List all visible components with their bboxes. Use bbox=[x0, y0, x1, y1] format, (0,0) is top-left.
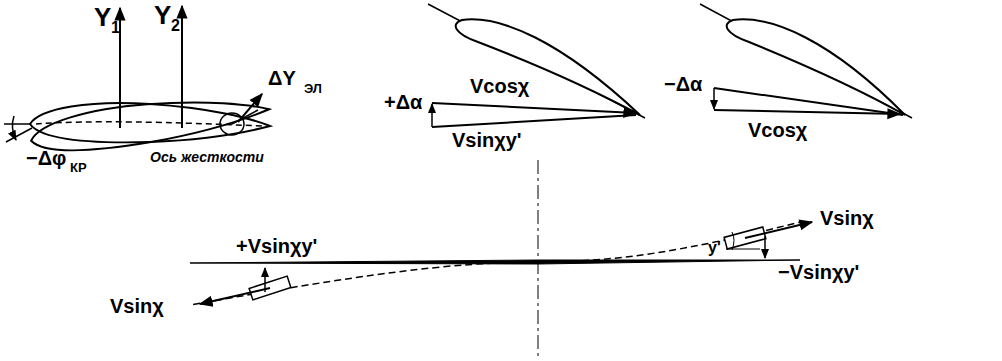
angle-label: +Δα bbox=[384, 92, 422, 112]
force-label: Y bbox=[154, 2, 171, 28]
velocity-label: −Vsinχy' bbox=[778, 262, 859, 282]
subscript: 1 bbox=[111, 20, 120, 36]
velocity-label: Vcosχ bbox=[748, 120, 807, 140]
velocity-label: +Vsinχy' bbox=[236, 236, 317, 256]
angle-label: −Δα bbox=[664, 74, 702, 94]
velocity-label: Vcosχ bbox=[470, 76, 529, 96]
angle-label: −Δφ bbox=[26, 148, 66, 168]
velocity-label: Vsinχy' bbox=[452, 130, 522, 150]
axis-label: Ось жесткости bbox=[150, 150, 264, 164]
velocity-label: Vsinχ bbox=[820, 208, 874, 228]
subscript: ЭЛ bbox=[304, 82, 322, 95]
subscript: 2 bbox=[171, 18, 180, 34]
force-label: ΔY bbox=[268, 68, 296, 88]
subscript: КР bbox=[70, 161, 87, 174]
angle-label: y' bbox=[708, 240, 721, 256]
force-label: Y bbox=[94, 4, 111, 30]
velocity-label: Vsinχ bbox=[110, 296, 164, 316]
